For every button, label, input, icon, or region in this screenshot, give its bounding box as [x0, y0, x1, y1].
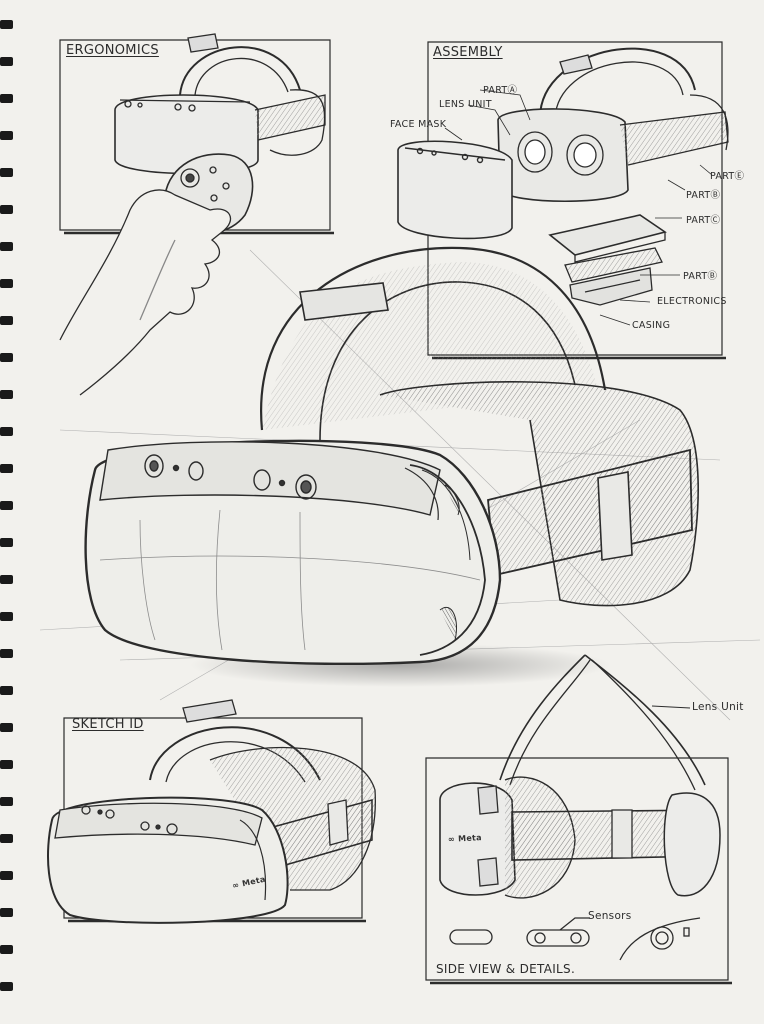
label-part-c: PARTⒸ — [686, 215, 721, 226]
ergonomics-panel — [59, 33, 334, 396]
side-view-sensor-details — [449, 917, 701, 961]
assembly-face-mask — [397, 140, 513, 240]
assembly-casing-electronics — [548, 214, 667, 306]
label-electronics: ELECTRONICS — [657, 296, 727, 307]
label-casing: CASING — [632, 320, 671, 331]
spiral-binding — [0, 20, 13, 991]
assembly-leader-lines — [444, 89, 713, 326]
ergonomics-title: ERGONOMICS — [66, 43, 159, 58]
label-part-b-upper: PARTⒷ — [686, 190, 721, 201]
side-view-brand-logo: ∞ Meta — [447, 833, 483, 844]
label-part-a: PARTⒶ — [483, 85, 518, 96]
main-headset-sketch — [39, 246, 761, 721]
side-view-headset — [439, 654, 721, 899]
side-view-title: SIDE VIEW & DETAILS. — [436, 962, 576, 976]
side-view-panel — [425, 654, 732, 985]
label-lens-unit-side: Lens Unit — [692, 701, 744, 713]
assembly-title: ASSEMBLY — [433, 45, 503, 60]
assembly-headset — [497, 47, 729, 202]
sketch-id-headset — [47, 699, 376, 924]
main-headset-sensors — [144, 454, 317, 500]
hand-with-controller-sketch — [59, 153, 254, 396]
assembly-panel — [397, 41, 729, 360]
label-lens-unit: LENS UNIT — [439, 99, 492, 110]
label-sensors: Sensors — [588, 910, 632, 922]
label-part-e: PARTⒺ — [710, 171, 745, 182]
label-part-b-lower: PARTⒷ — [683, 271, 718, 282]
label-face-mask: FACE MASK — [390, 119, 447, 130]
sketch-id-panel — [47, 699, 376, 924]
sketch-id-title: SKETCH ID — [72, 717, 144, 732]
